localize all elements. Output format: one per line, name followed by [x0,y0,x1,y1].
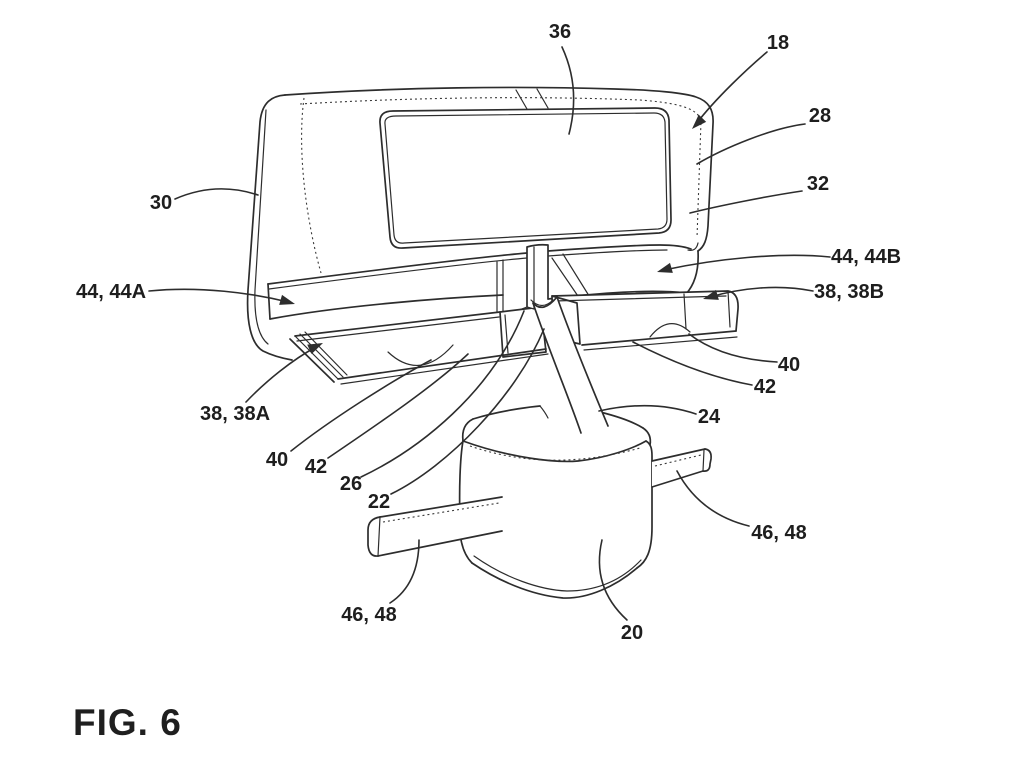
leader-26 [360,310,525,478]
ref-label-28: 28 [809,105,831,127]
left-rod [367,496,503,557]
leader-lines [148,46,831,621]
right-tray [551,290,739,351]
arrowhead-44B [657,262,673,273]
ref-label-40-right: 40 [778,354,800,376]
ref-label-38-38B: 38, 38B [814,281,884,303]
ref-label-30: 30 [150,192,172,214]
ref-label-26: 26 [340,473,362,495]
ref-label-18: 18 [767,32,789,54]
ref-label-42-left: 42 [305,456,327,478]
arrowhead-44A [279,294,295,305]
ref-label-42-right: 42 [754,376,776,398]
leader-22 [390,328,545,495]
ref-label-32: 32 [807,173,829,195]
figure-title: FIG. 6 [73,702,182,743]
leader-44B [663,254,831,271]
leader-38B [709,286,814,298]
leader-24 [598,404,697,415]
body-outline [246,86,714,361]
leader-44A [148,288,289,303]
leader-42-right [632,341,753,386]
ref-labels: 36 18 28 32 44, 44B 38, 38B 30 44, 44A 38, 38A 40… [76,21,901,644]
leader-32 [689,190,803,214]
display-screen [379,107,672,249]
pedestal-body [458,440,653,599]
center-post [526,243,549,310]
storage-band [267,244,692,320]
leader-40-left [290,359,432,452]
arrowhead-38B [703,289,719,300]
seam-tick-left [515,89,528,110]
left-tray [289,306,549,385]
leader-36 [561,46,575,135]
leader-40-right [688,333,778,363]
strap [530,296,609,434]
leader-20 [598,539,628,621]
ref-label-40-left: 40 [266,449,288,471]
ref-label-46-48-right: 46, 48 [751,522,807,544]
ref-label-44-44A: 44, 44A [76,281,146,303]
ref-label-46-48-left: 46, 48 [341,604,397,626]
leader-18 [695,51,768,125]
leader-28 [696,123,806,165]
arrowhead-38A [307,343,323,355]
ref-label-36: 36 [549,21,571,43]
leader-38A [245,346,317,403]
seam-tick-right [536,88,549,109]
ref-label-24: 24 [698,406,721,428]
right-rod [651,448,712,488]
ref-label-22: 22 [368,491,390,513]
ref-label-20: 20 [621,622,643,644]
leader-46-48-left [389,539,420,604]
ref-label-38-38A: 38, 38A [200,403,270,425]
leader-30 [174,188,259,200]
arrowhead-18 [692,114,707,129]
leader-42-left [327,353,469,459]
leader-46-48-right [676,470,750,527]
ref-label-44-44B: 44, 44B [831,246,901,268]
